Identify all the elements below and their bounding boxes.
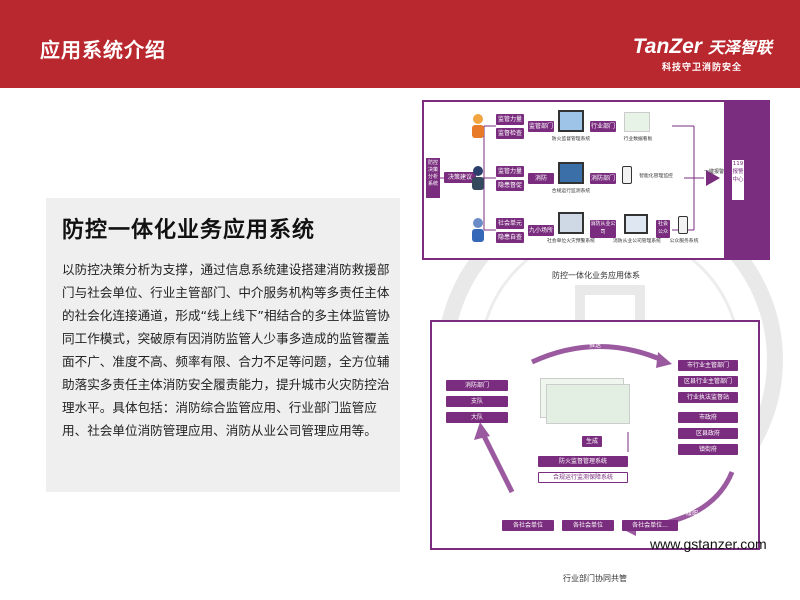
row3-tag2: 隐患自查 (496, 232, 524, 243)
left-group-2: 支队 (446, 396, 508, 407)
row1-result: 行业数据看板 (623, 137, 653, 142)
row1-tag1: 监管力量 (496, 114, 524, 125)
row1-dept: 监管部门 (528, 121, 554, 132)
row2-dept: 消防 (528, 173, 554, 184)
bottom-unit-3: 各社会单位... (622, 520, 678, 531)
bottom-unit-2: 各社会单位 (562, 520, 614, 531)
row3-extra-system: 公众服务系统 (669, 239, 699, 244)
monitor-screen-icon (624, 214, 648, 234)
staff-avatar-icon (470, 216, 486, 242)
section-title: 防控一体化业务应用系统 (62, 218, 316, 243)
dashboard-screens-icon (546, 384, 630, 424)
header-bar: 应用系统介绍 TanZer 天泽智联 科技守卫消防安全 (0, 0, 800, 88)
diagram1-caption: 防控一体化业务应用体系 (552, 271, 640, 280)
diagram1-connectors (440, 125, 720, 231)
right-group-4: 市政府 (678, 412, 738, 423)
page-title: 应用系统介绍 (40, 38, 166, 62)
section-description: 以防控决策分析为支撑，通过信息系统建设搭建消防救援部门与社会单位、行业主管部门、… (62, 262, 390, 438)
row2-mid: 消防部门 (590, 173, 616, 184)
row3-extra: 社会公众 (656, 220, 670, 238)
row1-system: 防火监督管理系统 (551, 137, 591, 142)
brand-logo: TanZer 天泽智联 科技守卫消防安全 (633, 34, 772, 73)
right-group-2: 区县行业主管部门 (678, 376, 738, 387)
phone-icon (678, 216, 688, 234)
row3-mid: 消防从业公司 (590, 220, 616, 238)
website-url: www.gstanzer.com (650, 536, 767, 552)
feedback-arrow-label: 反馈 (481, 460, 494, 467)
row2-result: 智能化管理监控 (639, 174, 673, 179)
collaboration-diagram: 推送 反馈 履职 消防部门 支队 大队 生成 防火监督管理系统 合规运行监测保障… (430, 320, 760, 550)
brand-latin: TanZer (632, 35, 702, 58)
alarm-center-box: 119报警中心 (732, 160, 744, 200)
monitor-screen-icon (558, 162, 584, 184)
row3-result: 消防从业公司管理系统 (613, 239, 661, 244)
row3-system: 社会单位火灾预警系统 (547, 239, 595, 244)
row2-tag1: 监管力量 (496, 166, 524, 177)
monitor-screen-icon (558, 110, 584, 132)
one-key-alarm-label: 一键报警 (703, 169, 724, 175)
left-group-1: 消防部门 (446, 380, 508, 391)
duty-arrow-label: 履职 (685, 510, 698, 517)
center-system-2: 合规运行监测保障系统 (538, 472, 628, 483)
center-system-1: 防火监督管理系统 (538, 456, 628, 467)
row3-tag1: 社会单元 (496, 218, 524, 229)
bottom-unit-1: 各社会单位 (502, 520, 554, 531)
worker-avatar-icon (470, 112, 486, 138)
right-group-5: 区县政府 (678, 428, 738, 439)
brand-chinese: 天泽智联 (707, 38, 772, 57)
row2-tag2: 隐患督促 (496, 180, 524, 191)
system-architecture-diagram: 防控决策分析系统 决策建议 监管力量 监督检查 监管部门 防火监督管理系统 行业… (422, 100, 770, 260)
officer-avatar-icon (470, 164, 486, 190)
row2-system: 合规运行监测系统 (551, 189, 591, 194)
diagram2-caption: 行业部门协同共管 (563, 574, 627, 583)
left-group-3: 大队 (446, 412, 508, 423)
decision-advice-tag: 决策建议 (444, 172, 476, 183)
phone-icon (622, 166, 632, 184)
push-arrow-label: 推送 (588, 342, 601, 349)
brand-slogan: 科技守卫消防安全 (661, 63, 742, 73)
row1-tag2: 监督检查 (496, 128, 524, 139)
generate-label: 生成 (582, 436, 602, 447)
decision-analysis-box: 防控决策分析系统 (426, 158, 440, 198)
right-group-3: 行业执法监督站 (678, 392, 738, 403)
monitor-screen-icon (558, 212, 584, 234)
right-group-6: 镇街府 (678, 444, 738, 455)
row3-dept: 九小场所 (528, 225, 554, 236)
row1-mid: 行业部门 (590, 121, 616, 132)
right-group-1: 市行业主管部门 (678, 360, 738, 371)
description-card: 防控一体化业务应用系统 以防控决策分析为支撑，通过信息系统建设搭建消防救援部门与… (46, 198, 400, 492)
dashboard-icon (624, 112, 650, 132)
